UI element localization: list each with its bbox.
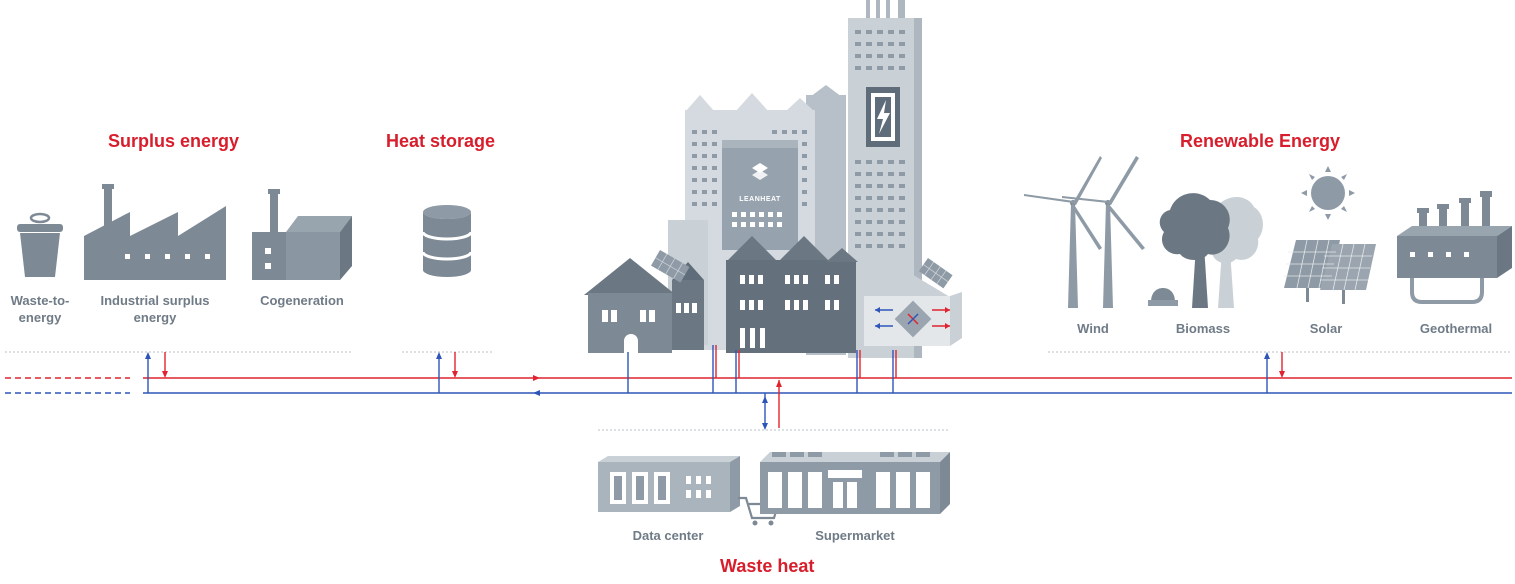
label-waste-to-energy: Waste-to- energy bbox=[0, 292, 80, 326]
rooftop-solar-panel bbox=[918, 258, 953, 289]
label-industrial-line2: energy bbox=[133, 310, 177, 325]
label-supermarket: Supermarket bbox=[815, 528, 895, 543]
logo-wordmark: LEANHEAT bbox=[739, 196, 781, 203]
heading-renewable-energy: Renewable Energy bbox=[1180, 131, 1341, 151]
supermarket-icon bbox=[760, 452, 950, 514]
label-industrial-line1: Industrial surplus bbox=[100, 293, 210, 308]
label-waste-to-energy-line2: energy bbox=[18, 310, 62, 325]
label-wind: Wind bbox=[1077, 321, 1109, 336]
tree-icon bbox=[1148, 193, 1263, 308]
sun-icon bbox=[1301, 166, 1355, 220]
geothermal-plant-icon bbox=[1397, 191, 1512, 304]
data-center-icon bbox=[598, 456, 740, 512]
label-solar: Solar bbox=[1309, 321, 1343, 336]
label-waste-to-energy-line1: Waste-to- bbox=[10, 293, 70, 308]
cogeneration-icon bbox=[252, 189, 352, 280]
oil-barrel-icon bbox=[421, 205, 473, 277]
left-house bbox=[584, 250, 704, 353]
waste-bin-icon bbox=[17, 212, 63, 277]
wind-turbine-icon bbox=[1024, 156, 1145, 308]
factory-icon bbox=[84, 184, 226, 280]
right-house bbox=[862, 258, 962, 346]
label-geothermal: Geothermal bbox=[1419, 321, 1493, 336]
heat-exchanger-icon bbox=[875, 300, 950, 338]
middle-house bbox=[726, 236, 858, 353]
label-data-center: Data center bbox=[632, 528, 704, 543]
label-cogeneration: Cogeneration bbox=[260, 293, 344, 308]
heading-heat-storage: Heat storage bbox=[386, 131, 496, 151]
label-industrial-surplus: Industrial surplus energy bbox=[90, 292, 220, 326]
heading-waste-heat: Waste heat bbox=[720, 556, 815, 576]
label-biomass: Biomass bbox=[1175, 321, 1231, 336]
heading-surplus-energy: Surplus energy bbox=[108, 131, 240, 151]
solar-panel-icon bbox=[1284, 239, 1376, 304]
battery-icon bbox=[866, 87, 900, 147]
district-heating-pipes bbox=[5, 345, 1512, 430]
section-dividers bbox=[5, 351, 1512, 431]
city-buildings: LEANHEAT bbox=[584, 0, 962, 358]
leanheat-logo-icon: LEANHEAT bbox=[739, 163, 781, 203]
rooftop-solar-panel bbox=[651, 250, 690, 283]
